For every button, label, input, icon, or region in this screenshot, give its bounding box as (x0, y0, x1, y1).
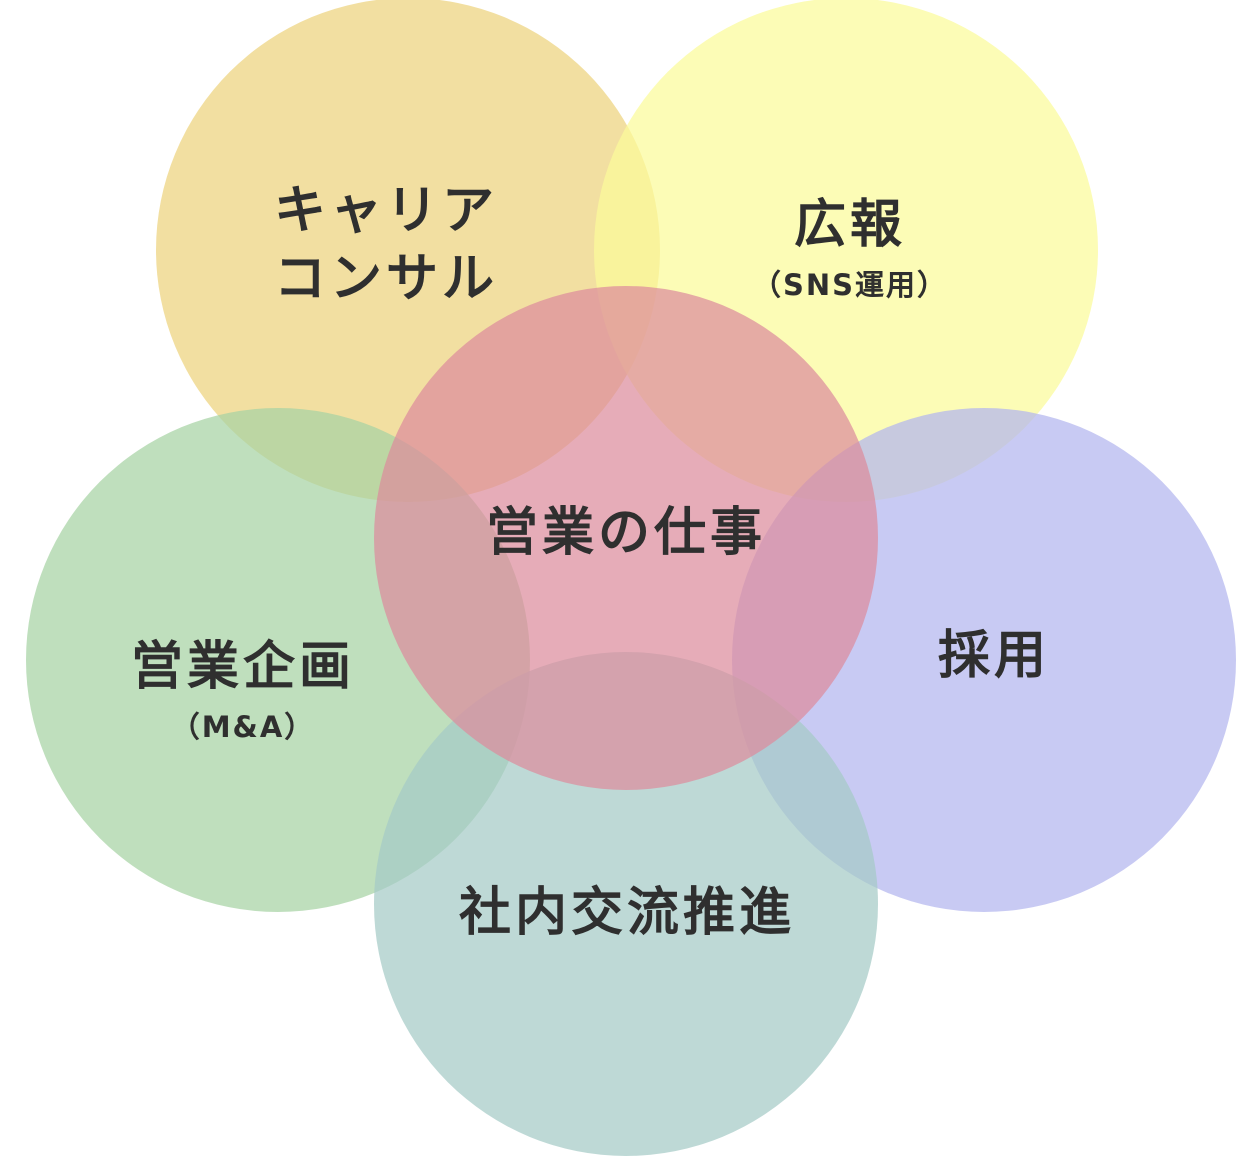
planning-subtitle: （M&A） (170, 710, 316, 744)
pr-subtitle: （SNS運用） (751, 268, 949, 302)
label-pr: 広報 （SNS運用） (752, 191, 948, 305)
label-recruit: 採用 (938, 622, 1050, 690)
label-center: 営業の仕事 (486, 499, 766, 567)
planning-title: 営業企画 (130, 637, 356, 697)
label-internal: 社内交流推進 (459, 879, 795, 947)
label-career: キャリア コンサル (274, 177, 498, 313)
label-planning: 営業企画 （M&A） (131, 633, 355, 747)
center-title: 営業の仕事 (485, 503, 767, 563)
circle-center (374, 286, 878, 790)
internal-title: 社内交流推進 (458, 883, 796, 943)
recruit-title: 採用 (937, 626, 1051, 686)
pr-title: 広報 (793, 195, 907, 255)
career-line1: キャリア (273, 181, 499, 241)
career-line2: コンサル (273, 249, 499, 309)
